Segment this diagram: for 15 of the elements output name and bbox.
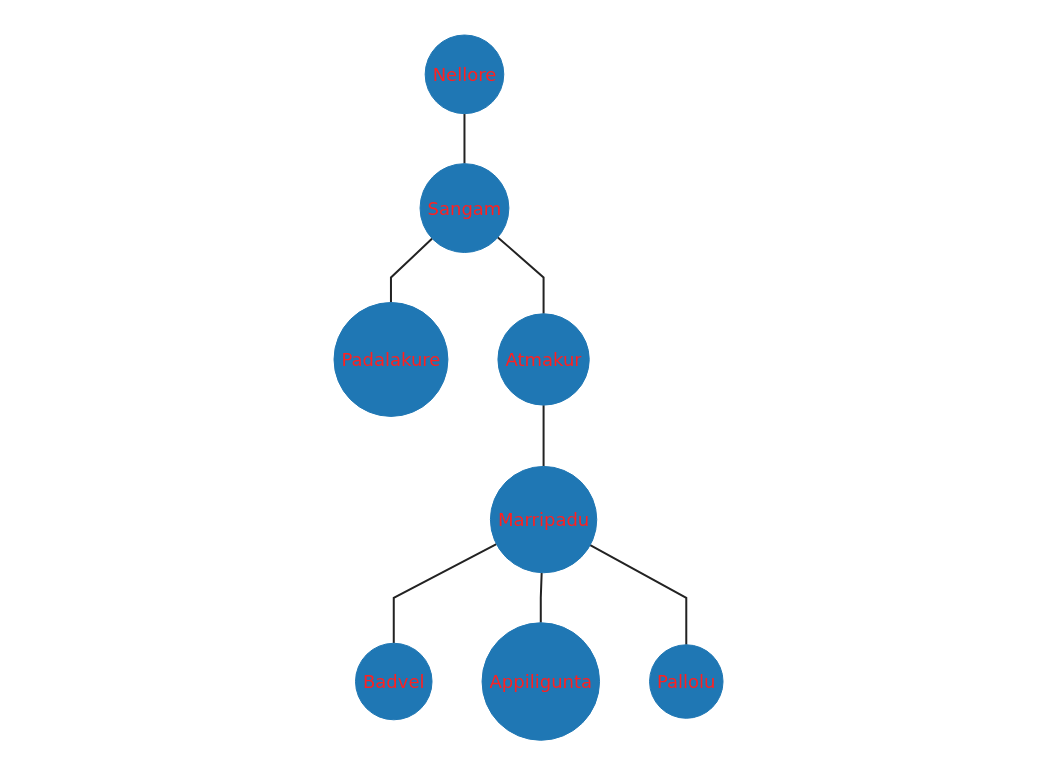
node-circle: Marripadu — [489, 466, 598, 574]
connector — [392, 543, 498, 645]
node-circle: Appiligunta — [481, 622, 600, 742]
node-circle: Atmakur — [497, 313, 590, 406]
connector — [389, 237, 434, 304]
node-circle: Padalakure — [333, 302, 449, 418]
node-circle: Badvel — [354, 643, 433, 721]
connector — [589, 544, 688, 647]
connector — [496, 236, 545, 316]
connector — [539, 572, 543, 625]
node-circle: Sangam — [419, 163, 510, 254]
node-circle: Pallolu — [649, 644, 724, 720]
connector — [463, 113, 466, 165]
node-circle: Nellore — [424, 34, 505, 115]
connector — [542, 404, 545, 468]
